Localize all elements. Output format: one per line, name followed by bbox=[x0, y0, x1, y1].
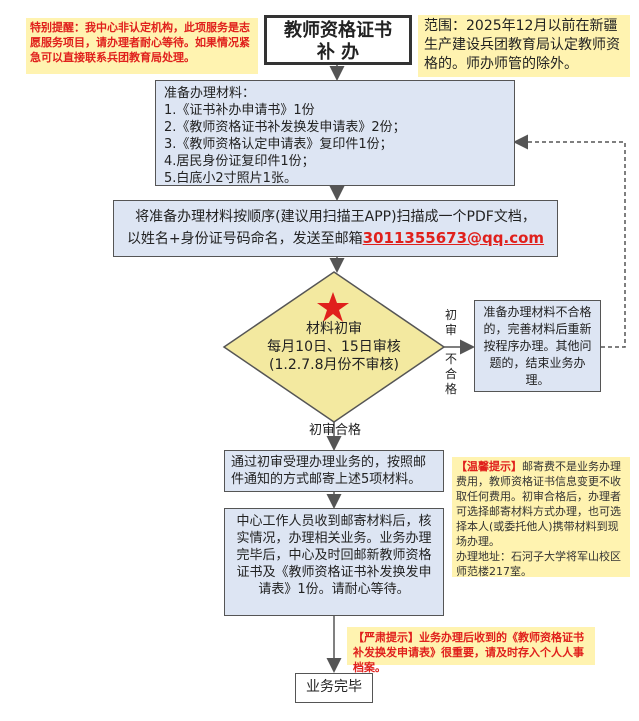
materials-box: 准备办理材料： 1.《证书补办申请书》1份 2.《教师资格证书补发换发申请表》2… bbox=[155, 80, 515, 186]
materials-item-5: 5.白底小2寸照片1张。 bbox=[164, 171, 297, 186]
pass-label: 初审合格 bbox=[308, 423, 361, 438]
fail-label: 初 审 bbox=[444, 308, 457, 337]
mail-step-text: 通过初审受理办理业务的，按照邮件通知的方式邮寄上述5项材料。 bbox=[231, 455, 427, 487]
warning-prefix: 【严肃提示】 bbox=[353, 631, 419, 644]
mail-step-box: 通过初审受理办理业务的，按照邮件通知的方式邮寄上述5项材料。 bbox=[224, 450, 444, 492]
materials-item-1: 1.《证书补办申请书》1份 bbox=[164, 103, 315, 118]
title-line2: 补 办 bbox=[316, 42, 360, 63]
materials-heading: 准备办理材料： bbox=[164, 86, 256, 101]
notice-note: 特别提醒：我中心非认定机构，此项服务是志愿服务项目，请办理者耐心等待。如果情况紧… bbox=[26, 18, 258, 74]
send-box: 将准备办理材料按顺序(建议用扫描王APP)扫描成一个PDF文档， 以姓名+身份证… bbox=[113, 200, 558, 257]
notice-text: 我中心非认定机构，此项服务是志愿服务项目，请办理者耐心等待。如果情况紧急可以直接… bbox=[30, 21, 250, 64]
review-line2: 每月10日、15日审核 bbox=[267, 339, 401, 355]
end-text: 业务完毕 bbox=[306, 679, 362, 695]
arrow-fail-back-to-materials bbox=[513, 134, 626, 348]
review-line1: 材料初审 bbox=[306, 321, 362, 337]
materials-item-2: 2.《教师资格证书补发换发申请表》2份； bbox=[164, 120, 406, 135]
materials-item-4: 4.居民身份证复印件1份； bbox=[164, 154, 315, 169]
tip-address: 办理地址：石河子大学将军山校区师范楼217室。 bbox=[456, 550, 621, 578]
fail-text: 准备办理材料不合格的，完善材料后重新按程序办理。其他问题的，结束业务办理。 bbox=[483, 305, 592, 387]
tip-text: 邮寄费不是业务办理费用，教师资格证书信息变更不收取任何费用。初审合格后，办理者可… bbox=[456, 460, 621, 548]
star-icon bbox=[317, 292, 349, 322]
send-line2: 以姓名+身份证号码命名，发送至邮箱 bbox=[126, 231, 363, 247]
scope-text: 范围：2025年12月以前在新疆生产建设兵团教育局认定教师资格的。师办师管的除外… bbox=[424, 18, 620, 72]
fail-box: 准备办理材料不合格的，完善材料后重新按程序办理。其他问题的，结束业务办理。 bbox=[474, 300, 601, 392]
title-line1: 教师资格证书 bbox=[284, 20, 392, 41]
review-label: 材料初审 每月10日、15日审核 (1.2.7.8月份不审核) bbox=[244, 320, 424, 374]
materials-item-3: 3.《教师资格认定申请表》复印件1份； bbox=[164, 137, 393, 152]
warning-text: 业务办理后收到的《教师资格证书补发换发申请表》很重要，请及时存入个人人事档案。 bbox=[353, 631, 584, 674]
tip-prefix: 【温馨提示】 bbox=[456, 460, 522, 473]
end-box: 业务完毕 bbox=[295, 673, 373, 703]
scope-note: 范围：2025年12月以前在新疆生产建设兵团教育局认定教师资格的。师办师管的除外… bbox=[418, 15, 630, 77]
fail-label-lower: 不 合 格 bbox=[444, 352, 457, 396]
process-step-box: 中心工作人员收到邮寄材料后，核实情况，办理相关业务。业务办理完毕后，中心及时回邮… bbox=[224, 508, 444, 616]
tip-note: 【温馨提示】邮寄费不是业务办理费用，教师资格证书信息变更不收取任何费用。初审合格… bbox=[452, 457, 630, 578]
notice-prefix: 特别提醒： bbox=[30, 21, 85, 34]
email-link[interactable]: 3011355673@qq.com bbox=[362, 229, 545, 247]
review-line3: (1.2.7.8月份不审核) bbox=[269, 357, 399, 373]
warning-note: 【严肃提示】业务办理后收到的《教师资格证书补发换发申请表》很重要，请及时存入个人… bbox=[347, 627, 595, 674]
send-line1: 将准备办理材料按顺序(建议用扫描王APP)扫描成一个PDF文档， bbox=[135, 209, 536, 225]
title-box: 教师资格证书 补 办 bbox=[264, 15, 412, 65]
process-step-text: 中心工作人员收到邮寄材料后，核实情况，办理相关业务。业务办理完毕后，中心及时回邮… bbox=[236, 514, 432, 597]
